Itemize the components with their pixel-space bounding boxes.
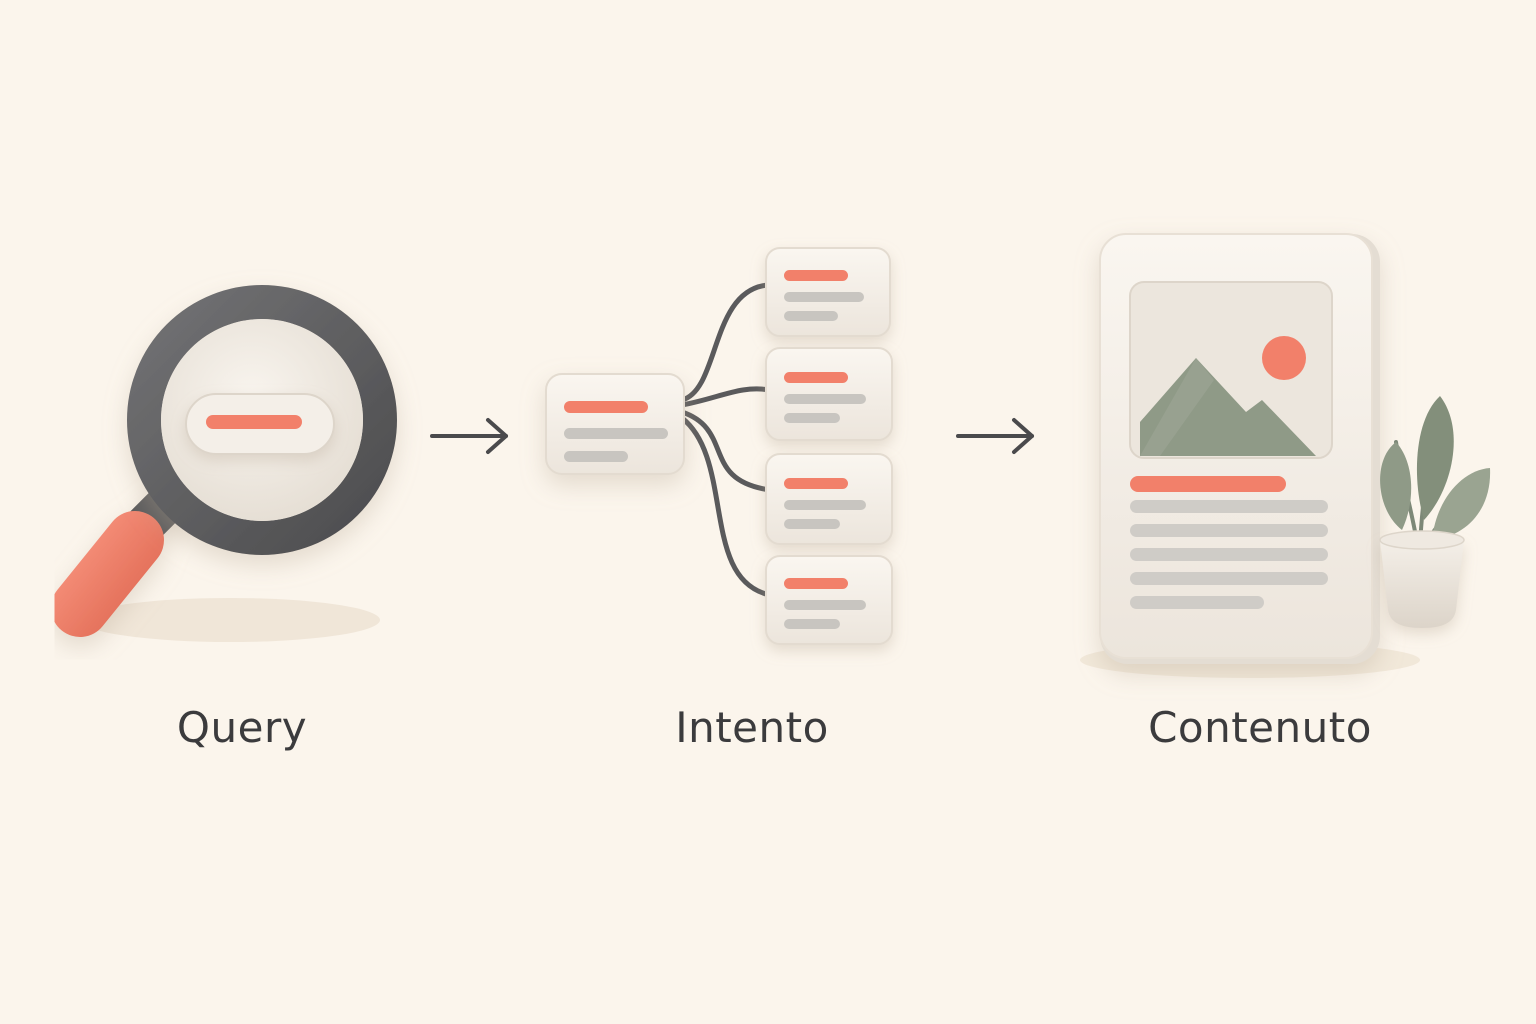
arrow-right-icon <box>956 418 1034 454</box>
stage-label-intent: Intento <box>675 703 829 752</box>
branch-card <box>765 555 893 645</box>
branch-card <box>765 247 891 337</box>
stage-label-query: Query <box>176 703 308 752</box>
connector-lines <box>652 282 773 598</box>
branch-card <box>765 347 893 441</box>
arrow-right-icon <box>430 418 508 454</box>
image-placeholder-icon <box>1129 281 1333 459</box>
potted-plant-icon <box>1379 396 1491 628</box>
document-page-icon <box>1080 233 1420 678</box>
main-intent-card <box>545 373 685 475</box>
magnifying-glass-icon <box>51 285 397 642</box>
stage-label-content: Contenuto <box>1148 703 1372 752</box>
branch-card <box>765 453 893 545</box>
branching-cards-icon <box>545 247 893 645</box>
